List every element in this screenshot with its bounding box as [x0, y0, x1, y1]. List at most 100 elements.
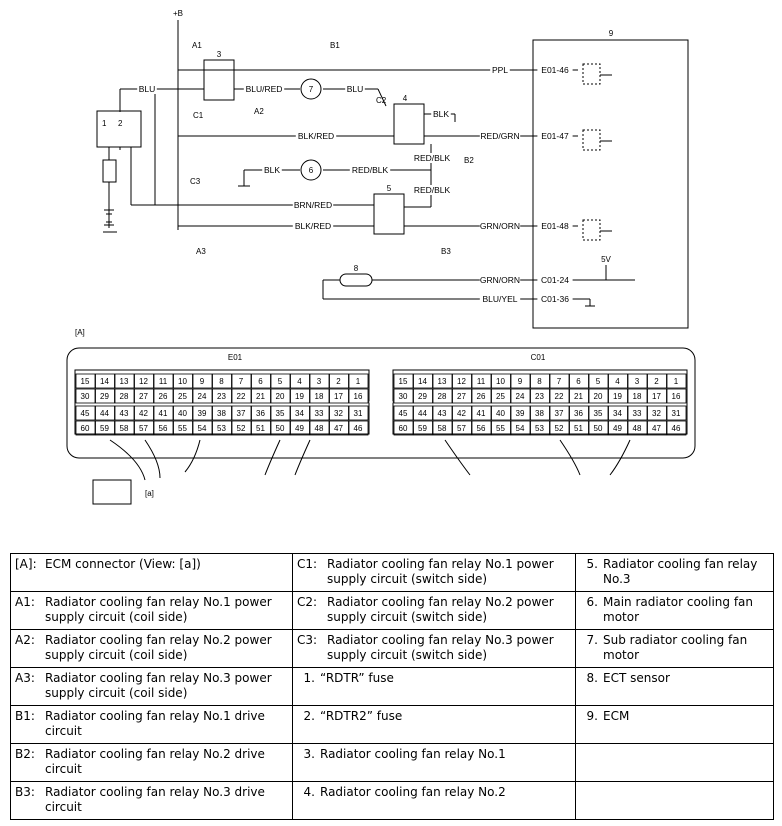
e01-pin: 40	[178, 409, 187, 418]
c01-pin: 53	[535, 424, 544, 433]
c01-pin: 19	[613, 392, 622, 401]
wire-red-grn: RED/GRN	[480, 131, 519, 141]
legend-key: A3:	[15, 671, 35, 685]
legend-key: 2.	[303, 709, 315, 723]
legend-cell: 1. “RDTR” fuse	[292, 667, 576, 706]
e01-pin: 1	[356, 377, 361, 386]
c01-pin: 57	[457, 424, 466, 433]
legend-value: Radiator cooling fan relay No.2 power su…	[45, 633, 272, 662]
c01-pin: 40	[496, 409, 505, 418]
legend-cell: 9.ECM	[575, 705, 774, 744]
legend-key: [A]:	[15, 557, 37, 571]
c01-pin: 45	[399, 409, 408, 418]
c01-pin: 24	[516, 392, 525, 401]
e01-pin: 56	[159, 424, 168, 433]
view-arrow-label: [a]	[145, 489, 154, 498]
e01-pin: 12	[139, 377, 148, 386]
c01-pin: 5	[596, 377, 601, 386]
c01-pin: 35	[594, 409, 603, 418]
legend-value: Sub radiator cooling fan motor	[603, 633, 748, 662]
c01-pin: 41	[477, 409, 486, 418]
label-b3: B3	[441, 247, 451, 256]
legend-cell: [A]:ECM connector (View: [a])	[10, 553, 293, 592]
connector-c01-label: C01	[531, 353, 546, 362]
legend-row: [A]:ECM connector (View: [a])C1:Radiator…	[10, 553, 774, 592]
c01-pin: 14	[418, 377, 427, 386]
pin-e01-46: E01-46	[541, 65, 569, 75]
component-7: 7	[309, 85, 314, 94]
e01-pin: 31	[354, 409, 363, 418]
e01-pin: 59	[100, 424, 109, 433]
e01-pin: 32	[334, 409, 343, 418]
legend-key: C2:	[297, 595, 318, 609]
e01-pin: 44	[100, 409, 109, 418]
legend-cell: B2:Radiator cooling fan relay No.2 drive…	[10, 743, 293, 782]
e01-pin: 15	[81, 377, 90, 386]
legend-key: 1.	[303, 671, 315, 685]
e01-pin: 33	[315, 409, 324, 418]
label-a1: A1	[192, 41, 202, 50]
e01-pin: 35	[276, 409, 285, 418]
c01-pin: 51	[574, 424, 583, 433]
wire-grn-orn-2: GRN/ORN	[480, 275, 520, 285]
e01-pin: 18	[315, 392, 324, 401]
c01-pin: 26	[477, 392, 486, 401]
c01-pin: 9	[518, 377, 523, 386]
label-c2: C2	[376, 96, 387, 105]
c01-pin: 23	[535, 392, 544, 401]
legend-key: 6.	[586, 595, 598, 609]
legend-cell: 6.Main radiator cooling fan motor	[575, 591, 774, 630]
e01-pin: 52	[237, 424, 246, 433]
component-8: 8	[354, 264, 359, 273]
wire-red-blk-1: RED/BLK	[414, 153, 451, 163]
e01-pin: 57	[139, 424, 148, 433]
legend-key: B2:	[15, 747, 35, 761]
legend-value: “RDTR” fuse	[320, 671, 394, 685]
c01-pin: 47	[652, 424, 661, 433]
legend-cell: 3.Radiator cooling fan relay No.1	[292, 743, 576, 782]
legend-cell: C1:Radiator cooling fan relay No.1 power…	[292, 553, 576, 592]
e01-pin: 49	[295, 424, 304, 433]
e01-pin: 34	[295, 409, 304, 418]
e01-pin: 48	[315, 424, 324, 433]
wire-blk-red: BLK/RED	[298, 131, 334, 141]
e01-pin: 39	[198, 409, 207, 418]
wire-blu-mid: BLU	[347, 84, 364, 94]
e01-pin: 5	[278, 377, 283, 386]
e01-pin: 50	[276, 424, 285, 433]
legend-key: C1:	[297, 557, 318, 571]
view-label: [A]	[75, 328, 85, 337]
label-5v: 5V	[601, 255, 611, 264]
pin-c01-36: C01-36	[541, 294, 569, 304]
legend-value: Radiator cooling fan relay No.1	[320, 747, 506, 761]
legend-cell: A1:Radiator cooling fan relay No.1 power…	[10, 591, 293, 630]
legend-value: Radiator cooling fan relay No.3	[603, 557, 758, 586]
c01-pin: 27	[457, 392, 466, 401]
component-2: 2	[118, 119, 123, 128]
label-b1: B1	[330, 41, 340, 50]
legend-value: Radiator cooling fan relay No.2	[320, 785, 506, 799]
e01-pin: 55	[178, 424, 187, 433]
c01-pin: 59	[418, 424, 427, 433]
c01-pin: 21	[574, 392, 583, 401]
e01-pin: 54	[198, 424, 207, 433]
wire-grn-orn-1: GRN/ORN	[480, 221, 520, 231]
c01-pin: 44	[418, 409, 427, 418]
wire-blu-yel: BLU/YEL	[483, 294, 518, 304]
wire-blk-relay4: BLK	[433, 109, 449, 119]
e01-pin: 25	[178, 392, 187, 401]
pin-c01-24: C01-24	[541, 275, 569, 285]
wire-brn-red: BRN/RED	[294, 200, 332, 210]
c01-pin: 4	[615, 377, 620, 386]
c01-pin: 18	[633, 392, 642, 401]
c01-pin: 38	[535, 409, 544, 418]
e01-pin: 43	[120, 409, 129, 418]
legend-cell: 7.Sub radiator cooling fan motor	[575, 629, 774, 668]
e01-pin: 58	[120, 424, 129, 433]
e01-pin: 28	[120, 392, 129, 401]
e01-pin: 29	[100, 392, 109, 401]
c01-pin: 17	[652, 392, 661, 401]
e01-pin: 8	[219, 377, 224, 386]
e01-pin: 14	[100, 377, 109, 386]
e01-pin: 16	[354, 392, 363, 401]
